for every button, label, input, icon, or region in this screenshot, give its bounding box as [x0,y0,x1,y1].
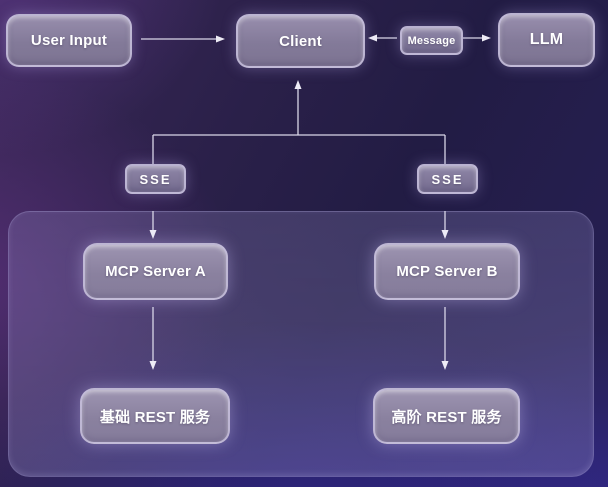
node-llm: LLM [498,13,595,67]
node-mcp-server-b: MCP Server B [374,243,520,300]
node-message-badge: Message [400,26,463,55]
node-sse-left-badge: SSE [125,164,186,194]
node-mcp-server-a: MCP Server A [83,243,228,300]
node-client: Client [236,14,365,68]
arrow-user-input-to-client [141,35,225,43]
arrow-branch-to-client [294,80,302,135]
node-rest-basic-service: 基础 REST 服务 [80,388,230,444]
node-sse-right-badge: SSE [417,164,478,194]
node-user-input: User Input [6,14,132,67]
arrow-message-to-client [368,34,397,42]
node-rest-advanced-service: 高阶 REST 服务 [373,388,520,444]
arrow-message-to-llm [462,34,491,42]
